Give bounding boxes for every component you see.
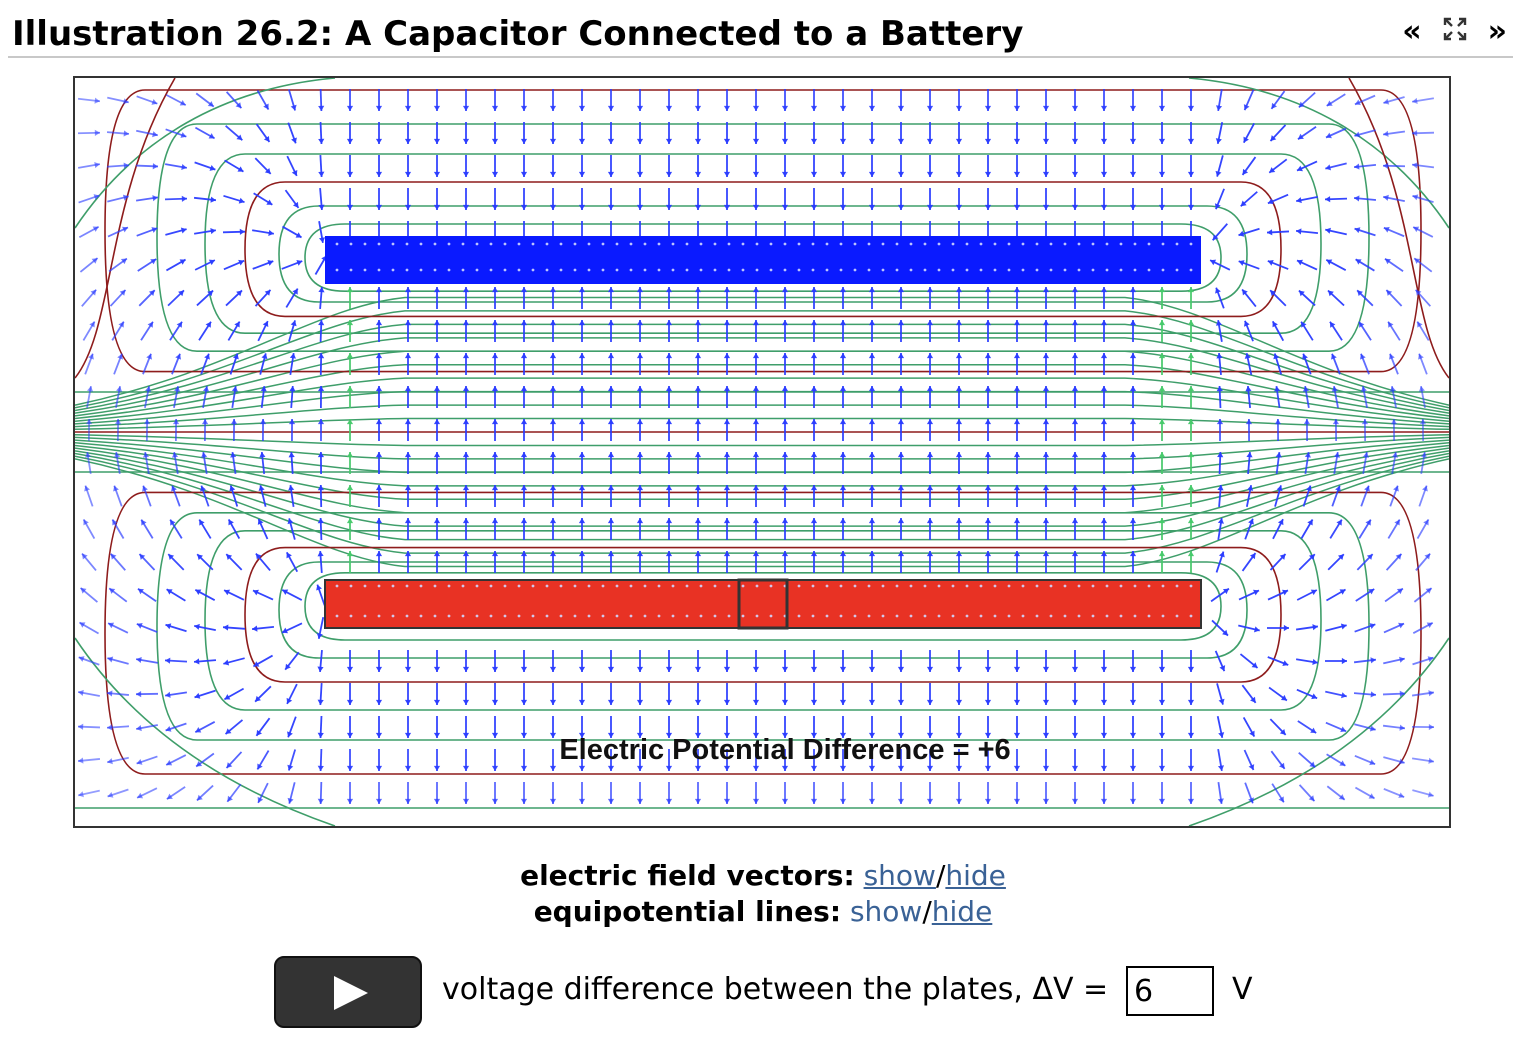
field-vectors-show-link[interactable]: show bbox=[863, 859, 936, 892]
equipotential-control: equipotential lines: show/hide bbox=[0, 894, 1526, 930]
voltage-unit: V bbox=[1232, 972, 1253, 1007]
equipotential-hide-link[interactable]: hide bbox=[931, 895, 993, 928]
potential-readout: Electric Potential Difference = +6 bbox=[559, 734, 1010, 766]
equipotential-lines bbox=[75, 78, 1449, 826]
equipotential-label: equipotential lines: bbox=[533, 895, 842, 928]
simulation-canvas[interactable]: Electric Potential Difference = +6 bbox=[75, 78, 1449, 826]
expand-icon[interactable] bbox=[1442, 16, 1468, 48]
play-button[interactable] bbox=[274, 956, 422, 1028]
simulation-panel[interactable]: Electric Potential Difference = +6 bbox=[73, 76, 1451, 828]
electric-field-vectors bbox=[77, 88, 1435, 805]
navigation: « » bbox=[1402, 16, 1507, 48]
play-icon bbox=[334, 976, 368, 1010]
double-chevron-left-icon[interactable]: « bbox=[1402, 14, 1422, 49]
page-title: Illustration 26.2: A Capacitor Connected… bbox=[12, 14, 1024, 54]
double-chevron-right-icon[interactable]: » bbox=[1487, 14, 1507, 49]
field-vectors-control: electric field vectors: show/hide bbox=[0, 858, 1526, 894]
bottom-plate[interactable] bbox=[324, 578, 1202, 630]
separator: / bbox=[935, 859, 946, 892]
top-plate[interactable] bbox=[325, 236, 1201, 284]
equipotential-show-link[interactable]: show bbox=[849, 895, 923, 928]
expand-icon-graphic bbox=[1443, 17, 1466, 41]
header: Illustration 26.2: A Capacitor Connected… bbox=[8, 6, 1513, 58]
field-vectors-label: electric field vectors: bbox=[520, 859, 855, 892]
voltage-label: voltage difference between the plates, Δ… bbox=[442, 972, 1109, 1007]
field-vectors-hide-link[interactable]: hide bbox=[945, 859, 1006, 892]
drag-handle[interactable] bbox=[737, 578, 789, 630]
voltage-input[interactable] bbox=[1126, 966, 1214, 1016]
separator: / bbox=[922, 895, 932, 928]
